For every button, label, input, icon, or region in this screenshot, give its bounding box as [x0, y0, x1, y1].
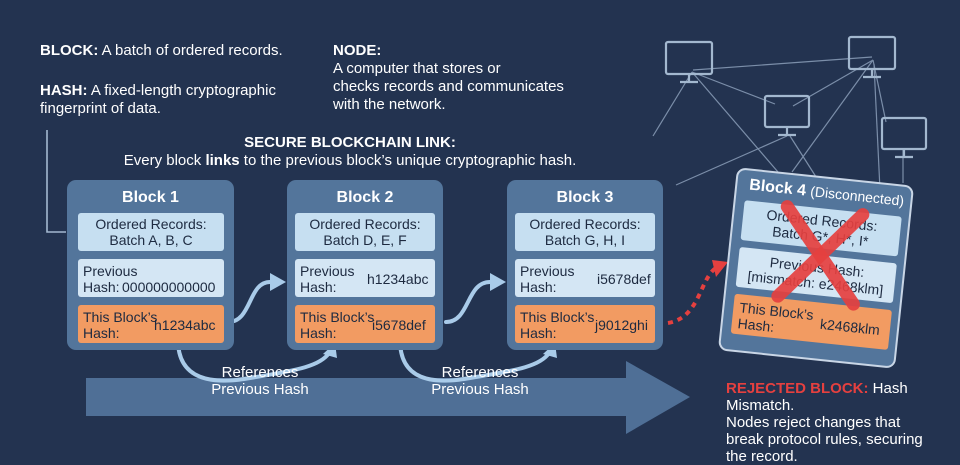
- header-sub-post: to the previous block’s unique cryptogra…: [239, 152, 577, 169]
- definition-text: fingerprint of data.: [40, 100, 161, 117]
- block-2: Block 2 Ordered Records: Batch D, E, F P…: [287, 180, 443, 350]
- definition-term: BLOCK:: [40, 42, 99, 59]
- definition-text: checks records and communicates: [333, 78, 564, 95]
- rejected-caption: REJECTED BLOCK: Hash Mismatch. Nodes rej…: [726, 380, 960, 465]
- rejected-text: Nodes reject changes that: [726, 414, 901, 431]
- definition-text: A computer that stores or: [333, 60, 501, 77]
- records-cell: Ordered Records: Batch D, E, F: [295, 213, 435, 251]
- this-hash-label: This Block’s: [300, 309, 375, 325]
- this-hash-cell: This Block’s Hash: h1234abc: [78, 305, 224, 343]
- header-title: SECURE BLOCKCHAIN LINK:: [244, 134, 456, 151]
- records-value: Batch G, H, I: [544, 232, 626, 248]
- rejected-title-rest: Hash Mismatch.: [726, 380, 908, 414]
- header-sub-bold: links: [205, 152, 240, 169]
- block-3: Block 3 Ordered Records: Batch G, H, I P…: [507, 180, 663, 350]
- this-hash-cell: This Block’s Hash: i5678def: [295, 305, 435, 343]
- previous-hash-label: Hash:: [83, 279, 120, 295]
- this-hash-value: h1234abc: [154, 317, 216, 333]
- x-mark-icon: [771, 200, 870, 311]
- this-hash-label: Hash:: [83, 325, 120, 341]
- computer-monitor-icon: [763, 94, 811, 137]
- definition-text: A fixed-length cryptographic: [90, 82, 276, 99]
- diagram-graphics: [46, 35, 928, 434]
- this-hash-cell: This Block’s Hash: j9012ghi: [515, 305, 655, 343]
- definition-text: with the network.: [333, 96, 446, 113]
- computer-monitor-icon: [664, 40, 714, 84]
- previous-hash-label: Hash:: [300, 279, 337, 295]
- previous-hash-cell: Previous Hash: h1234abc: [295, 259, 435, 297]
- computer-monitor-icon: [880, 116, 928, 159]
- previous-hash-value: h1234abc: [367, 271, 429, 287]
- previous-hash-label: Previous: [300, 263, 355, 279]
- records-label: Ordered Records:: [529, 216, 641, 232]
- rejected-title: REJECTED BLOCK:: [726, 380, 869, 397]
- this-hash-label: Hash:: [736, 315, 776, 335]
- records-cell: Ordered Records: Batch A, B, C: [78, 213, 224, 251]
- this-hash-label: Hash:: [300, 325, 337, 341]
- definition-text: A batch of ordered records.: [101, 42, 283, 59]
- block-4-rejected: Block 4 (Disconnected) Ordered Records: …: [717, 167, 915, 369]
- definition-block: BLOCK: A batch of ordered records.: [40, 42, 283, 60]
- block-title: Block 1: [122, 189, 179, 206]
- computer-monitor-icon: [847, 35, 897, 79]
- rejected-text: the record.: [726, 448, 798, 465]
- definition-node: NODE: A computer that stores or checks r…: [333, 42, 564, 114]
- definition-term: NODE:: [333, 42, 382, 59]
- hash-link-arrows: [176, 280, 552, 383]
- block-title: Block 3: [556, 189, 614, 206]
- block-1: Block 1 Ordered Records: Batch A, B, C P…: [67, 180, 234, 350]
- previous-hash-label: Hash:: [520, 279, 557, 295]
- records-label: Ordered Records:: [95, 216, 207, 232]
- records-value: Batch A, B, C: [109, 232, 193, 248]
- previous-hash-label: Previous: [520, 263, 575, 279]
- block-title: Block 2: [336, 189, 394, 206]
- this-hash-value: j9012ghi: [595, 317, 648, 333]
- previous-hash-label: Previous: [83, 263, 138, 279]
- this-hash-value: k2468klm: [819, 315, 881, 338]
- header-sub-pre: Every block: [123, 152, 206, 169]
- timeline-arrow: [86, 361, 690, 434]
- previous-hash-cell: Previous Hash: i5678def: [515, 259, 655, 297]
- this-hash-label: This Block’s: [520, 309, 595, 325]
- previous-hash-cell: Previous Hash: 000000000000: [78, 259, 224, 297]
- records-label: Ordered Records:: [309, 216, 421, 232]
- this-hash-value: i5678def: [372, 317, 426, 333]
- definition-hash: HASH: A fixed-length cryptographic finge…: [40, 82, 276, 118]
- definition-bracket: [46, 130, 66, 233]
- definition-term: HASH:: [40, 82, 88, 99]
- records-value: Batch D, E, F: [323, 232, 407, 248]
- records-cell: Ordered Records: Batch G, H, I: [515, 213, 655, 251]
- this-hash-label: Hash:: [520, 325, 557, 341]
- previous-hash-value: 000000000000: [122, 279, 216, 295]
- previous-hash-value: i5678def: [597, 271, 651, 287]
- section-header: SECURE BLOCKCHAIN LINK: Every block link…: [100, 134, 600, 170]
- dotted-arrow-icon: [667, 266, 718, 325]
- network-lines: [652, 56, 904, 191]
- rejected-text: break protocol rules, securing: [726, 431, 923, 448]
- this-hash-label: This Block’s: [83, 309, 158, 325]
